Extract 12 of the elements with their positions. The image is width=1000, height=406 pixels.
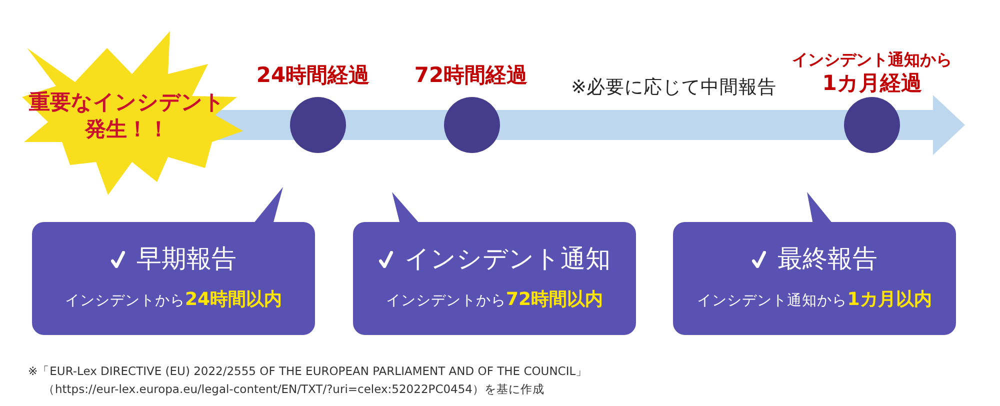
note-text: ※必要に応じて中間報告 (571, 76, 777, 100)
source-note: ※「EUR-Lex DIRECTIVE (EU) 2022/2555 OF THE EUROPEAN PARLIAMENT AND OF THE COUNCIL」（https://eur-lex.europa.eu/legal-content/EN/TXT/?uri=celex:52022PC0454）を基に作成 (28, 363, 589, 398)
milestone-label: インシデント通知から (792, 50, 952, 70)
callout-text: インシデントから24時間以内 (64, 288, 282, 312)
callout-text: インシデントから72時間以内 (386, 288, 604, 312)
callout-title: 早期報告 (136, 244, 236, 274)
alert-text: 重要なインシデント発生！！ (28, 89, 226, 143)
milestone-label: 1カ月経過 (822, 70, 922, 96)
milestone-label: 72時間経過 (414, 62, 528, 88)
callout-title: 最終報告 (778, 244, 878, 274)
milestone-label: 24時間経過 (256, 62, 370, 88)
callout-title: インシデント通知 (404, 244, 610, 274)
